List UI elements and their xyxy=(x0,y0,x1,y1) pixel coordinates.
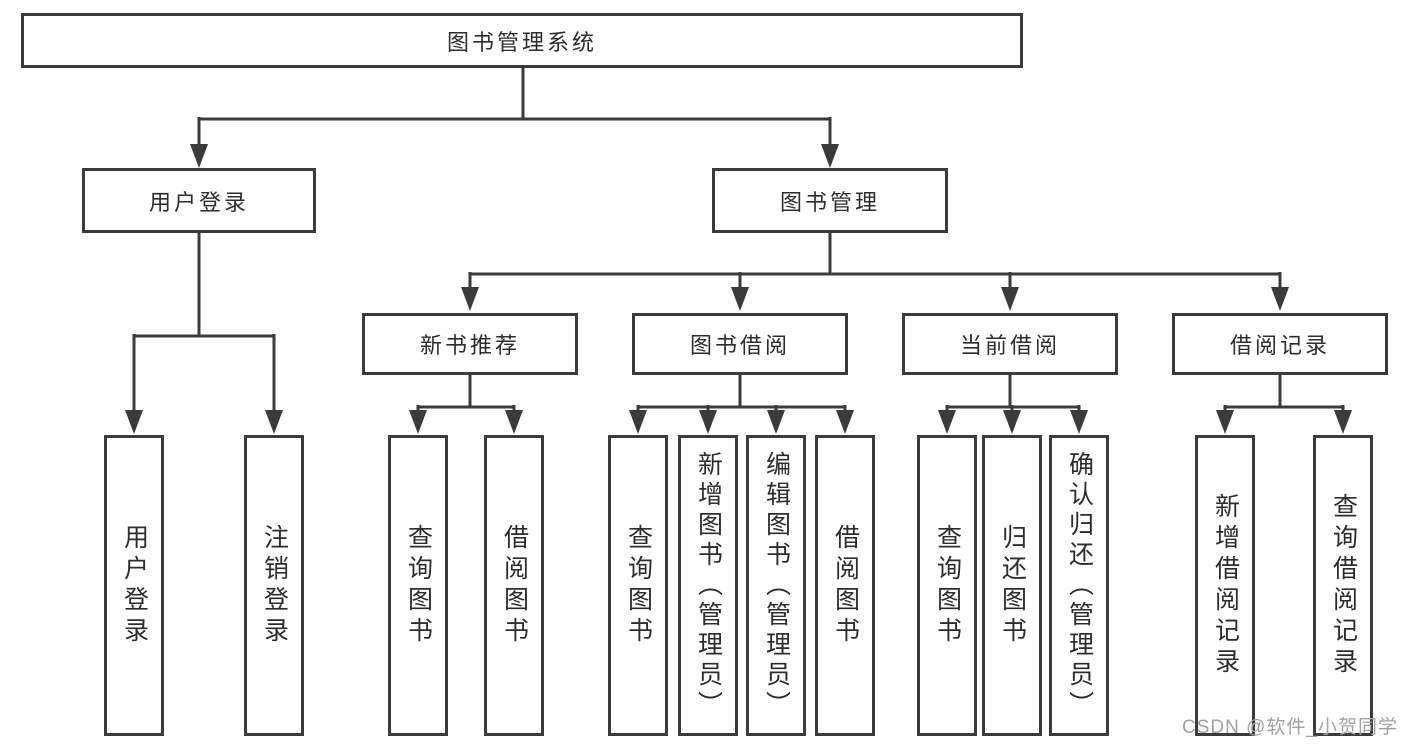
leaf-label: 新增图书（管理员） xyxy=(694,450,723,721)
leaf-label: 归还图书 xyxy=(998,523,1027,648)
leaf-logout-login: 注销登录 xyxy=(244,435,304,736)
leaf-label: 编辑图书（管理员） xyxy=(762,450,791,721)
node-label: 当前借阅 xyxy=(959,333,1060,358)
node-label: 图书借阅 xyxy=(689,333,790,358)
leaf-edit-book-admin: 编辑图书（管理员） xyxy=(746,435,806,736)
leaf-label: 注销登录 xyxy=(260,523,289,648)
leaf-return-book: 归还图书 xyxy=(982,435,1042,736)
node-user-login: 用户登录 xyxy=(82,168,316,233)
leaf-label: 借阅图书 xyxy=(831,523,860,648)
leaf-borrow-book: 借阅图书 xyxy=(815,435,875,736)
leaf-label: 确认归还（管理员） xyxy=(1065,450,1094,721)
csdn-watermark: CSDN @软件_小贺同学 xyxy=(1182,717,1398,738)
node-label: 用户登录 xyxy=(148,189,249,215)
leaf-label: 用户登录 xyxy=(120,523,149,648)
leaf-query-book: 查询图书 xyxy=(388,435,448,736)
leaf-label: 查询图书 xyxy=(933,523,962,648)
leaf-label: 查询图书 xyxy=(624,523,653,648)
leaf-label: 新增借阅记录 xyxy=(1211,492,1240,679)
node-label: 新书推荐 xyxy=(419,333,520,358)
node-book-borrow: 图书借阅 xyxy=(632,313,848,375)
leaf-add-book-admin: 新增图书（管理员） xyxy=(678,435,738,736)
node-borrow-record: 借阅记录 xyxy=(1172,313,1388,375)
node-library-system: 图书管理系统 xyxy=(21,13,1023,68)
leaf-label: 查询图书 xyxy=(404,523,433,648)
node-label: 图书管理系统 xyxy=(446,29,597,55)
leaf-query-borrow-record: 查询借阅记录 xyxy=(1313,435,1373,736)
leaf-confirm-return-admin: 确认归还（管理员） xyxy=(1049,435,1109,736)
node-current-borrow: 当前借阅 xyxy=(902,313,1118,375)
leaf-user-login: 用户登录 xyxy=(104,435,164,736)
leaf-borrow-book: 借阅图书 xyxy=(484,435,544,736)
leaf-label: 查询借阅记录 xyxy=(1329,492,1358,679)
leaf-add-borrow-record: 新增借阅记录 xyxy=(1195,435,1255,736)
leaf-label: 借阅图书 xyxy=(500,523,529,648)
node-new-book-recommend: 新书推荐 xyxy=(362,313,578,375)
node-label: 借阅记录 xyxy=(1229,333,1330,358)
leaf-query-book: 查询图书 xyxy=(608,435,668,736)
node-book-management: 图书管理 xyxy=(712,168,948,233)
node-label: 图书管理 xyxy=(779,189,880,215)
leaf-query-book: 查询图书 xyxy=(917,435,977,736)
